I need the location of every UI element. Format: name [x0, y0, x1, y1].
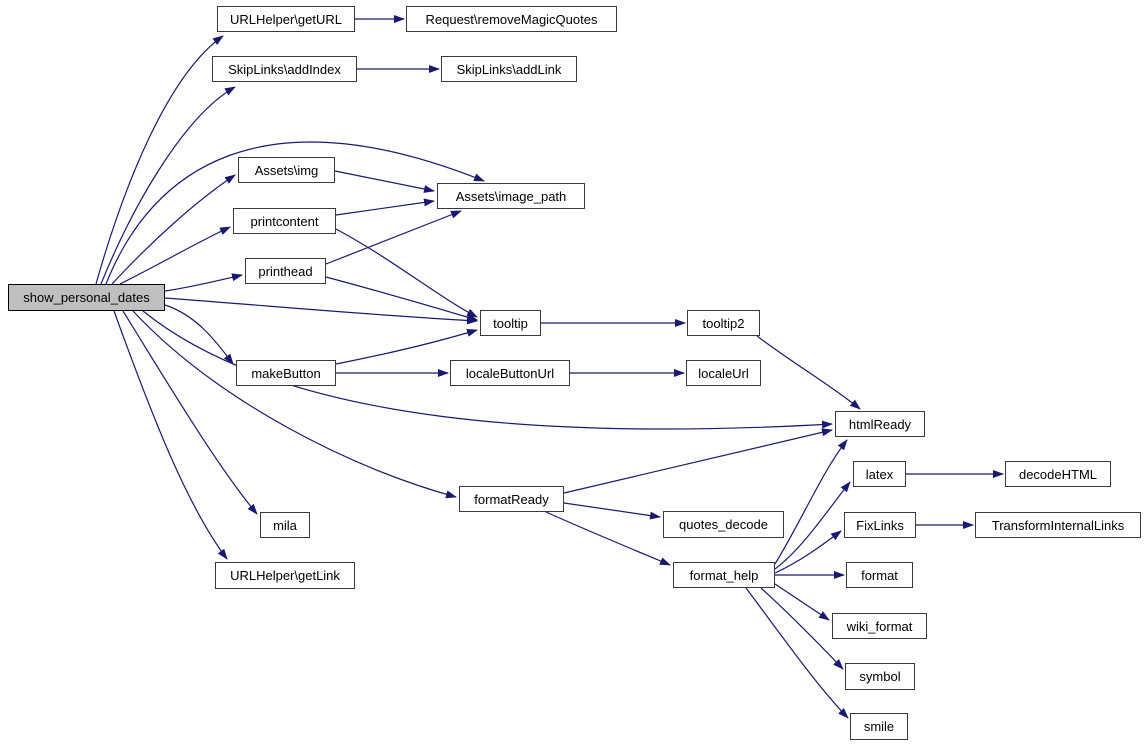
- edge-show_personal_dates-to-SkipLinks_addIndex: [100, 86, 236, 285]
- edge-format_help-to-symbol: [760, 587, 844, 670]
- node-format_help[interactable]: format_help: [673, 562, 775, 588]
- node-symbol[interactable]: symbol: [845, 663, 915, 690]
- edge-format_help-to-FixLinks: [774, 530, 842, 574]
- node-printhead[interactable]: printhead: [245, 258, 326, 284]
- node-tooltip[interactable]: tooltip: [480, 310, 541, 336]
- node-TransformInternalLinks[interactable]: TransformInternalLinks: [975, 512, 1141, 538]
- node-URLHelper_getURL[interactable]: URLHelper\getURL: [217, 6, 355, 32]
- node-mila[interactable]: mila: [260, 512, 310, 538]
- node-SkipLinks_addIndex[interactable]: SkipLinks\addIndex: [212, 56, 357, 82]
- edge-printcontent-to-tooltip: [335, 228, 478, 318]
- node-Assets_img[interactable]: Assets\img: [238, 157, 335, 183]
- edge-show_personal_dates-to-makeButton: [164, 304, 234, 365]
- node-printcontent[interactable]: printcontent: [233, 208, 336, 234]
- node-formatReady[interactable]: formatReady: [459, 486, 564, 512]
- node-localeUrl[interactable]: localeUrl: [686, 360, 761, 386]
- edge-show_personal_dates-to-printcontent: [119, 226, 231, 285]
- edge-show_personal_dates-to-formatReady: [132, 310, 457, 499]
- edge-format_help-to-smile: [745, 587, 849, 719]
- node-Assets_image_path[interactable]: Assets\image_path: [437, 183, 585, 209]
- edge-format_help-to-latex: [774, 481, 851, 570]
- edge-format_help-to-wiki_format: [774, 583, 830, 621]
- edge-printcontent-to-Assets_image_path: [335, 198, 435, 216]
- node-makeButton[interactable]: makeButton: [236, 360, 336, 386]
- node-Request_removeMagicQuotes[interactable]: Request\removeMagicQuotes: [406, 6, 617, 32]
- edge-printhead-to-Assets_image_path: [325, 210, 462, 265]
- edge-formatReady-to-htmlReady: [563, 428, 833, 494]
- edge-show_personal_dates-to-URLHelper_getURL: [95, 35, 224, 285]
- edge-show_personal_dates-to-tooltip: [164, 297, 478, 325]
- node-show_personal_dates: show_personal_dates: [8, 284, 165, 311]
- node-SkipLinks_addLink[interactable]: SkipLinks\addLink: [441, 56, 577, 82]
- edge-show_personal_dates-to-Assets_img: [111, 174, 236, 285]
- edge-show_personal_dates-to-printhead: [164, 273, 243, 292]
- edge-formatReady-to-format_help: [545, 511, 671, 566]
- node-URLHelper_getLink[interactable]: URLHelper\getLink: [215, 562, 355, 589]
- node-tooltip2[interactable]: tooltip2: [687, 310, 760, 336]
- edge-Assets_img-to-Assets_image_path: [334, 170, 435, 193]
- edge-makeButton-to-tooltip: [335, 329, 478, 365]
- edge-show_personal_dates-to-mila: [122, 310, 258, 515]
- node-format[interactable]: format: [846, 562, 913, 588]
- node-FixLinks[interactable]: FixLinks: [844, 512, 916, 538]
- node-htmlReady[interactable]: htmlReady: [835, 411, 925, 437]
- node-wiki_format[interactable]: wiki_format: [832, 613, 927, 639]
- edge-formatReady-to-quotes_decode: [563, 502, 661, 520]
- edge-printhead-to-tooltip: [325, 276, 478, 321]
- node-quotes_decode[interactable]: quotes_decode: [663, 511, 784, 538]
- node-latex[interactable]: latex: [853, 461, 906, 487]
- node-decodeHTML[interactable]: decodeHTML: [1005, 461, 1111, 487]
- edge-show_personal_dates-to-URLHelper_getLink: [113, 310, 228, 560]
- node-smile[interactable]: smile: [850, 713, 908, 740]
- node-localeButtonUrl[interactable]: localeButtonUrl: [450, 360, 570, 386]
- edge-format_help-to-htmlReady: [774, 439, 848, 565]
- edge-tooltip2-to-htmlReady: [756, 335, 861, 410]
